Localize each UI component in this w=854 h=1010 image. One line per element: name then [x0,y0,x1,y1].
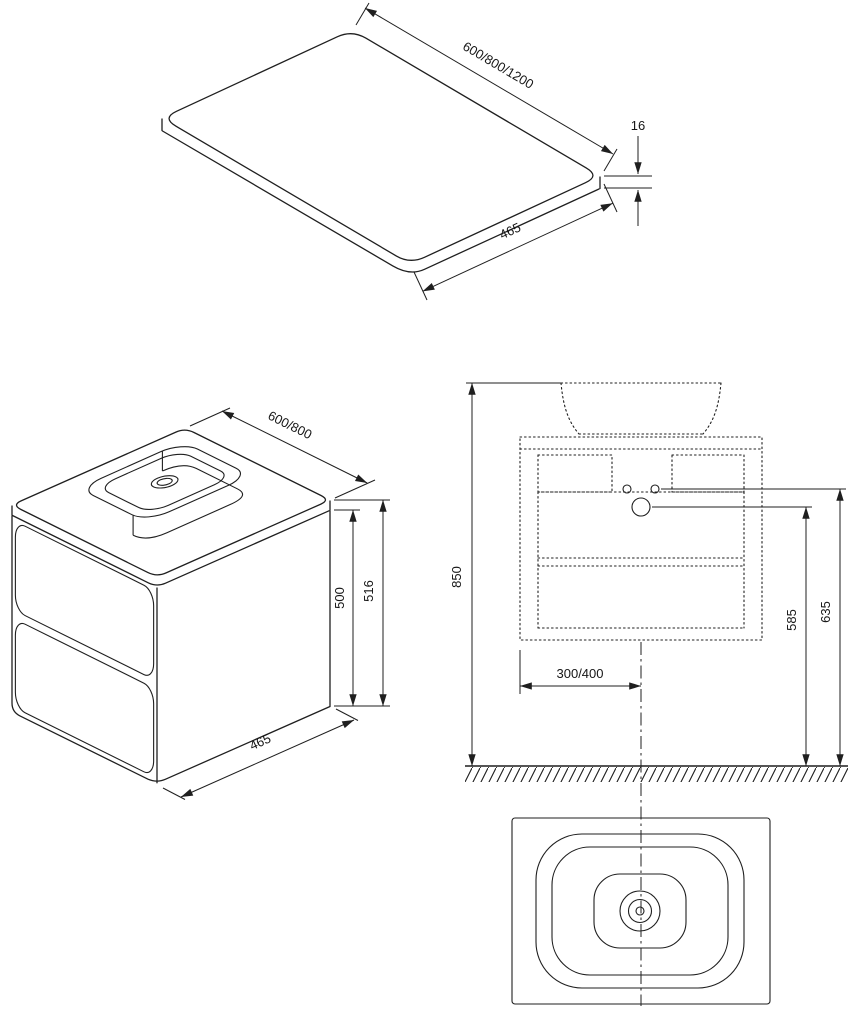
basin-base-outline [79,462,251,542]
countertop-top-face [168,33,594,261]
dim-countertop-depth: 465 [497,220,523,243]
elevation-inner-right-box [671,454,745,493]
cabinet-top-thickness-edge [11,510,330,586]
dim-height-850: 850 [449,566,464,588]
dim-cabinet-width-line [221,410,368,484]
dim-countertop-depth-line [422,202,613,292]
plan-drain-mid [627,898,653,924]
drawer-bottom [15,619,153,776]
cabinet-drawers [15,521,153,776]
cabinet-body-outline [11,515,331,782]
elevation-hole-right [650,484,660,494]
dim-height-585: 585 [784,609,799,631]
countertop-bottom-edge [161,130,600,273]
elevation-basin [560,382,722,435]
floor-hatch [465,767,848,782]
elevation-hole-left [622,484,632,494]
cabinet-iso-view [11,429,331,784]
basin-inner-rim [97,450,232,513]
cabinet-dimensions: 600/800 516 500 465 [162,407,390,800]
countertop-iso-view [161,33,601,273]
drawer-top [15,521,153,679]
dim-center-offset: 300/400 [557,666,604,681]
basin-drain-inner [154,477,175,487]
dim-countertop-thickness: 16 [631,118,645,133]
elevation-dimensions: 850 585 635 300/400 [449,382,846,767]
basin-plan-view [511,817,771,1005]
countertop-dimensions: 600/800/1200 16 465 [355,2,652,301]
dim-cabinet-depth-line [180,719,355,798]
plan-drain-outer [619,890,661,932]
dim-cabinet-body-height: 500 [332,587,347,609]
front-elevation-view [465,382,848,1006]
plan-countertop-outline [511,817,771,1005]
dim-height-635: 635 [818,601,833,623]
plan-drain-inner [635,906,645,916]
dim-countertop-length: 600/800/1200 [460,38,536,91]
plan-basin-bottom [593,873,687,949]
elevation-inner-left-box [537,454,613,493]
elevation-drain-hole [631,497,651,517]
basin-iso [79,442,251,542]
dim-countertop-length-line [364,7,614,155]
plan-basin-inner-rim [551,846,729,976]
basin-outer-rim [79,442,251,522]
plan-basin-outer-rim [535,833,745,989]
basin-drain-outer [146,473,183,490]
cabinet-top-face [15,429,327,576]
elevation-cabinet-outline [519,436,763,641]
dim-cabinet-width: 600/800 [266,408,315,442]
dim-cabinet-total-height: 516 [361,580,376,602]
